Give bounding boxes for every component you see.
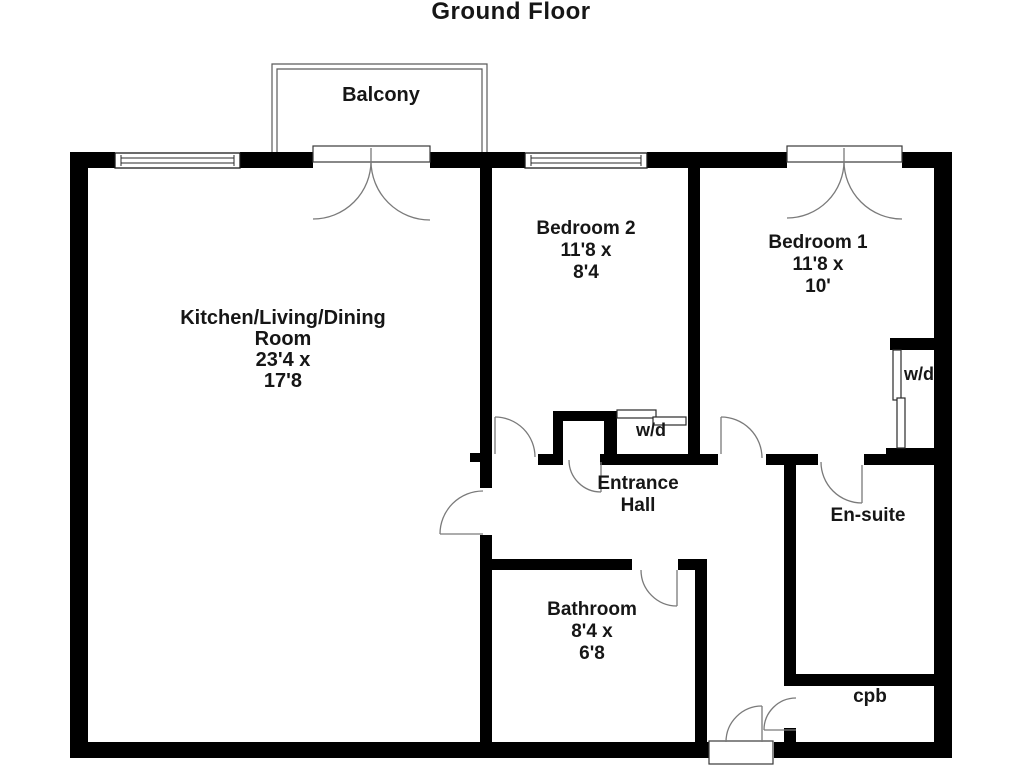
- door-hall-closet: [568, 459, 602, 493]
- room-dimensions: 17'8: [263, 370, 303, 392]
- room-dimensions: 10': [805, 276, 831, 297]
- door-swing-arc: [763, 697, 797, 731]
- bifold-door-wd-hall: [616, 409, 687, 426]
- door-swing-arc: [725, 705, 763, 743]
- room-dimensions: 23'4 x: [255, 349, 311, 371]
- wall-segment: [553, 411, 563, 458]
- window-frame: [524, 152, 648, 169]
- wall-segment: [688, 168, 700, 458]
- room-name: cpb: [853, 686, 887, 707]
- door-swing-arc: [370, 160, 431, 221]
- door-swing-arc: [720, 416, 763, 459]
- door-bathroom: [640, 569, 678, 607]
- wall-segment: [480, 535, 492, 742]
- wall-segment: [553, 411, 617, 421]
- bifold-panel: [652, 416, 687, 426]
- wall-segment: [784, 460, 796, 682]
- room-name: Room: [254, 328, 312, 350]
- balcony-railing-outer: [271, 63, 488, 152]
- door-swing-arc: [312, 160, 372, 220]
- window-frame: [114, 152, 241, 169]
- front-door: [708, 705, 774, 765]
- interior-walls: [470, 168, 952, 742]
- room-label-kitchen-living-dining: Kitchen/Living/Dining Room 23'4 x 17'8: [180, 308, 386, 392]
- door-ensuite: [820, 461, 863, 504]
- room-name: Balcony: [342, 84, 420, 106]
- wall-segment: [430, 152, 525, 168]
- wall-segment: [695, 560, 707, 742]
- page-title: Ground Floor: [431, 0, 591, 25]
- door-swing-arc: [786, 160, 845, 219]
- door-bedroom1: [720, 416, 763, 459]
- balcony-railing-inner: [276, 68, 483, 152]
- wall-segment: [890, 338, 952, 350]
- room-label-wd-hall: w/d: [636, 419, 666, 441]
- bifold-panel: [896, 397, 906, 449]
- room-name: Entrance: [597, 473, 679, 494]
- room-name: Kitchen/Living/Dining: [180, 307, 386, 329]
- door-swing-arc: [439, 490, 484, 535]
- wall-segment: [240, 152, 313, 168]
- wall-segment: [70, 742, 710, 758]
- room-name: Bathroom: [547, 599, 637, 620]
- room-dimensions: 6'8: [579, 643, 605, 664]
- room-label-bathroom: Bathroom 8'4 x 6'8: [547, 599, 637, 665]
- wall-segment: [647, 152, 787, 168]
- wall-segment: [470, 453, 482, 462]
- room-name: w/d: [904, 364, 934, 384]
- french-door-bedroom1: [786, 145, 903, 220]
- wall-segment: [538, 454, 563, 465]
- balcony-railing: [271, 63, 488, 152]
- room-name: w/d: [636, 420, 666, 440]
- wall-segment: [774, 742, 952, 758]
- door-swing-arc: [640, 569, 678, 607]
- door-kitchen: [439, 490, 484, 535]
- window-kitchen: [114, 152, 241, 169]
- bifold-door-wd-bedroom1: [892, 349, 906, 449]
- wall-segment: [70, 152, 88, 758]
- door-bedroom2: [494, 416, 536, 458]
- door-swing-arc: [568, 459, 602, 493]
- wall-segment: [886, 448, 952, 460]
- room-dimensions: 8'4 x: [571, 621, 613, 642]
- wall-segment: [678, 559, 707, 570]
- room-name: Bedroom 2: [536, 218, 636, 239]
- room-label-bedroom2: Bedroom 2 11'8 x 8'4: [536, 218, 635, 284]
- room-name: Bedroom 1: [768, 232, 868, 253]
- wall-segment: [600, 454, 718, 465]
- room-label-wd-bedroom1: w/d: [904, 363, 934, 385]
- wall-segment: [604, 411, 617, 458]
- door-cupboard: [763, 697, 797, 731]
- room-name: Hall: [620, 495, 656, 516]
- room-label-bedroom1: Bedroom 1 11'8 x 10': [768, 232, 867, 298]
- french-door-balcony: [312, 145, 431, 221]
- room-label-entrance-hall: Entrance Hall: [597, 473, 678, 517]
- room-name: En-suite: [830, 505, 906, 526]
- wall-segment: [784, 728, 796, 742]
- wall-segment: [766, 454, 818, 465]
- bifold-panel: [616, 409, 657, 419]
- door-swing-arc: [843, 160, 903, 220]
- room-label-cupboard: cpb: [853, 686, 887, 708]
- wall-segment: [480, 168, 492, 488]
- room-label-balcony: Balcony: [342, 84, 420, 106]
- wall-segment: [486, 559, 632, 570]
- door-threshold: [708, 740, 774, 765]
- door-swing-arc: [820, 461, 863, 504]
- door-swing-arc: [494, 416, 536, 458]
- room-dimensions: 11'8 x: [792, 254, 844, 275]
- title-text: Ground Floor: [431, 0, 591, 25]
- room-dimensions: 11'8 x: [560, 240, 612, 261]
- wall-segment: [784, 674, 936, 686]
- window-bedroom2: [524, 152, 648, 169]
- room-label-ensuite: En-suite: [831, 505, 906, 527]
- room-dimensions: 8'4: [573, 262, 599, 283]
- bifold-panel: [892, 349, 902, 401]
